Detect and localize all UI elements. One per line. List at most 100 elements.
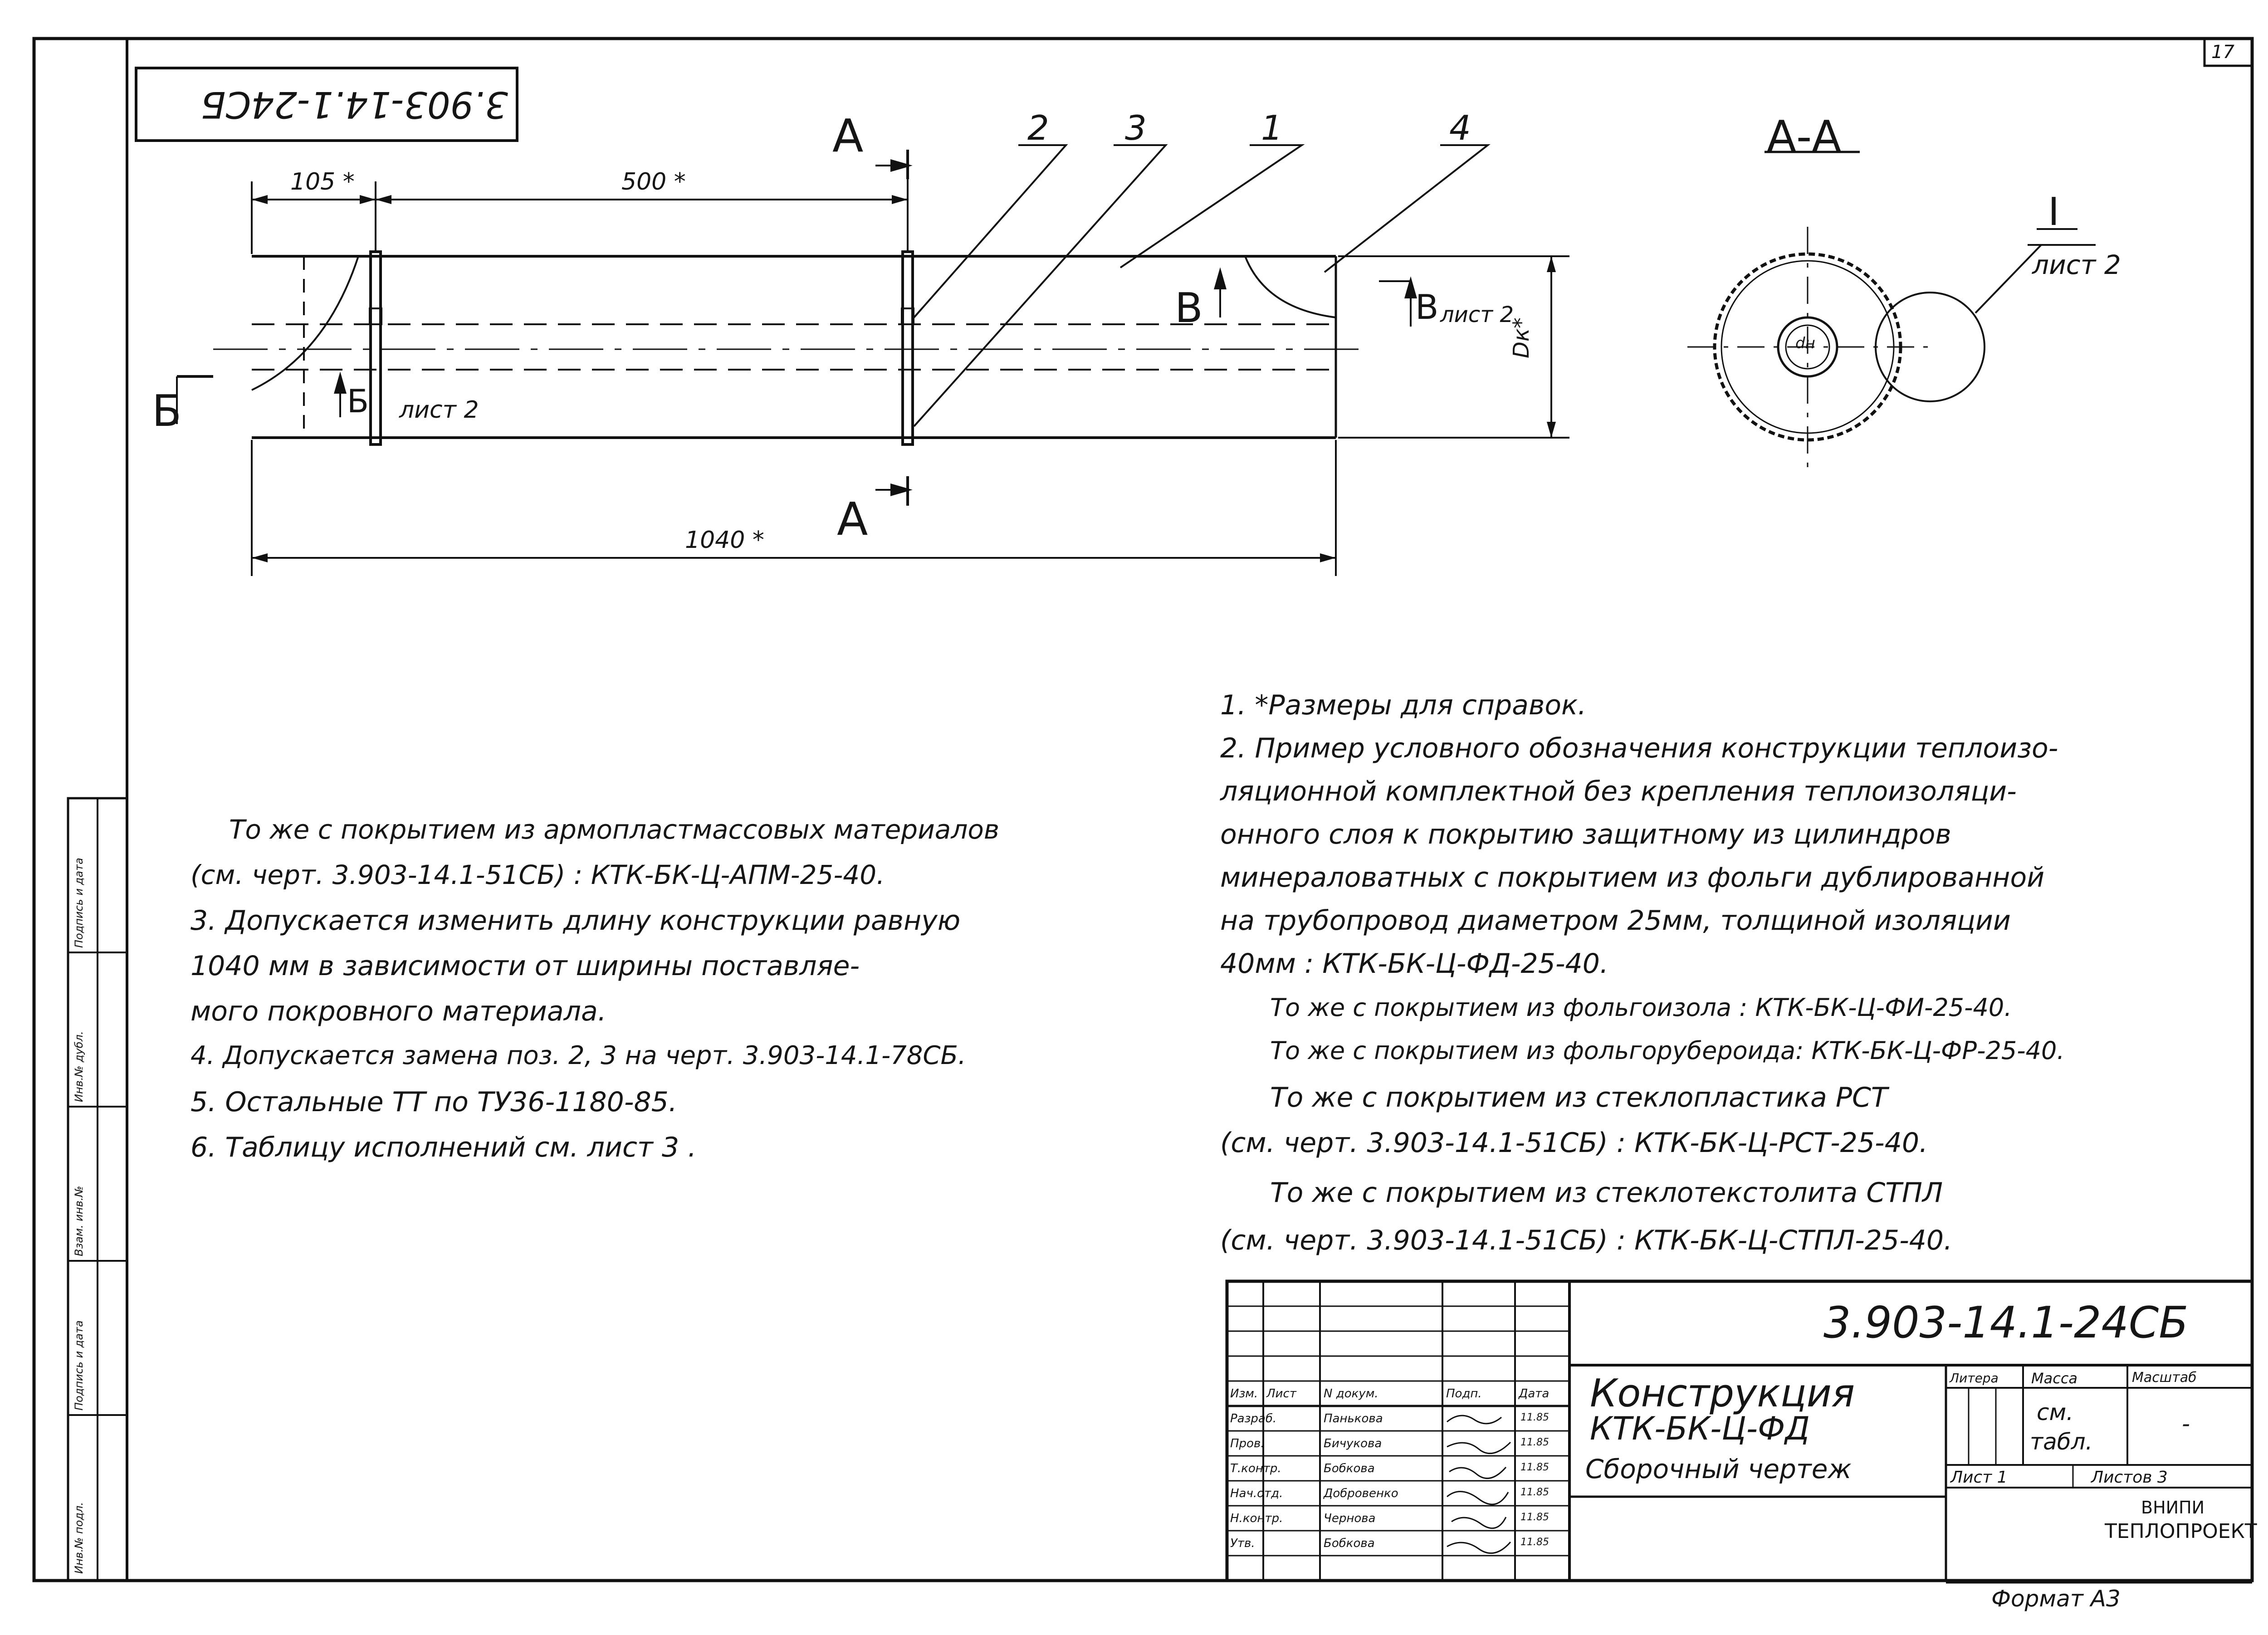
position-number-1: 1	[1261, 108, 1283, 148]
note-right-line: на трубопровод диаметром 25мм, толщиной …	[1220, 905, 2011, 937]
role-cell: Нач.отд.	[1230, 1487, 1283, 1500]
section-title-a-a: А-А	[1767, 112, 1842, 162]
position-leaders	[913, 144, 1491, 427]
title-block-grid	[1225, 1279, 2254, 1582]
sheet-ref-b: лист 2	[399, 396, 479, 424]
dim-105: 105 *	[290, 168, 355, 195]
note-right-line: (см. черт. 3.903-14.1-51СБ) : КТК-БК-Ц-С…	[1220, 1225, 1953, 1256]
note-left-line: мого покровного материала.	[191, 996, 606, 1027]
col-header-doc: N докум.	[1324, 1387, 1378, 1401]
scale-value: -	[2182, 1410, 2190, 1437]
date-cell: 11.85	[1520, 1512, 1549, 1523]
dim-dk: Dк*	[1509, 317, 1534, 358]
doc-code: 3.903-14.1-24СБ	[1823, 1298, 2189, 1348]
note-right-line: То же с покрытием из фольгорубероида: КТ…	[1270, 1036, 2065, 1065]
sheet-frame	[32, 37, 2254, 1582]
date-cell: 11.85	[1520, 1462, 1549, 1473]
date-cell: 11.85	[1520, 1537, 1549, 1548]
name-cell: Бобкова	[1324, 1537, 1375, 1550]
note-right-line: 1. *Размеры для справок.	[1220, 689, 1587, 721]
mass-value-2: табл.	[2030, 1429, 2093, 1455]
note-right-line: ляционной комплектной без крепления тепл…	[1220, 776, 2017, 807]
title-line-1: Конструкция	[1590, 1371, 1855, 1416]
name-cell: Бобкова	[1324, 1462, 1375, 1475]
note-left-line: То же с покрытием из армопластмассовых м…	[229, 814, 1000, 845]
note-left-line: 5. Остальные ТТ по ТУ36-1180-85.	[191, 1086, 677, 1118]
note-right-line: То же с покрытием из стеклотекстолита СТ…	[1270, 1177, 1943, 1209]
detail-label-i: I	[2048, 190, 2060, 234]
date-cell: 11.85	[1520, 1487, 1549, 1498]
role-cell: Т.контр.	[1230, 1462, 1281, 1475]
note-right-line: 40мм : КТК-БК-Ц-ФД-25-40.	[1220, 948, 1608, 980]
scale-label: Масштаб	[2132, 1370, 2197, 1386]
dimension-lines	[251, 150, 1569, 576]
sheet-ref-detail: лист 2	[2032, 249, 2121, 280]
note-left-line: 1040 мм в зависимости от ширины поставля…	[191, 950, 860, 982]
sheet-number: 17	[2211, 42, 2234, 63]
position-number-4: 4	[1449, 108, 1471, 148]
note-right-line: 2. Пример условного обозначения конструк…	[1220, 732, 2058, 764]
note-right-line: То же с покрытием из фольгоизола : КТК-Б…	[1270, 993, 2012, 1022]
section-mark-b-small: Б	[347, 383, 369, 420]
name-cell: Бичукова	[1324, 1437, 1382, 1450]
role-cell: Утв.	[1230, 1537, 1255, 1550]
title-line-2: КТК-БК-Ц-ФД	[1590, 1410, 1810, 1447]
litera-label: Литера	[1950, 1371, 1999, 1386]
stamp-code-mirrored: 3.903-14.1-24СБ	[200, 83, 508, 126]
title-line-3: Сборочный чертеж	[1585, 1454, 1852, 1484]
name-cell: Панькова	[1324, 1412, 1383, 1425]
name-cell: Добровенко	[1324, 1487, 1398, 1500]
role-cell: Н.контр.	[1230, 1512, 1283, 1525]
center-label-dn: dн	[1795, 334, 1815, 352]
side-stamp-label: Инв.№ подл.	[73, 1502, 85, 1574]
format-label: Формат А3	[1991, 1586, 2121, 1612]
side-stamp-grid	[67, 797, 128, 1582]
date-cell: 11.85	[1520, 1412, 1549, 1423]
date-cell: 11.85	[1520, 1437, 1549, 1448]
note-left-line: (см. черт. 3.903-14.1-51СБ) : КТК-БК-Ц-А…	[191, 859, 885, 890]
section-cut-marks	[176, 150, 1417, 506]
position-number-3: 3	[1125, 108, 1147, 148]
side-stamp-label: Подпись и дата	[73, 1320, 85, 1410]
org-line-1: ВНИПИ	[2141, 1498, 2205, 1518]
note-left-line: 6. Таблицу исполнений см. лист 3 .	[191, 1132, 697, 1163]
section-mark-v-right: В	[1415, 287, 1439, 327]
dimension-arrows	[252, 195, 1556, 562]
name-cell: Чернова	[1324, 1512, 1376, 1525]
col-header-sign: Подп.	[1446, 1387, 1482, 1401]
note-right-line: То же с покрытием из стеклопластика РСТ	[1270, 1082, 1888, 1113]
org-line-2: ТЕПЛОПРОЕКТ	[2105, 1520, 2257, 1543]
side-stamp-label: Подпись и дата	[73, 858, 85, 948]
col-header-date: Дата	[1519, 1387, 1549, 1401]
mass-value-1: см.	[2037, 1399, 2074, 1425]
sheets-label: Листов 3	[2091, 1468, 2168, 1487]
sheet-number-box	[2203, 37, 2253, 67]
section-mark-a-top: А	[832, 109, 864, 162]
sheet-label: Лист 1	[1950, 1468, 2008, 1487]
sheet-ref-v: лист 2	[1440, 302, 1514, 327]
dim-1040: 1040 *	[685, 527, 764, 554]
section-mark-a-bottom: А	[837, 493, 868, 546]
note-left-line: 4. Допускается замена поз. 2, 3 на черт.…	[191, 1041, 966, 1070]
col-header-izm: Изм.	[1230, 1387, 1258, 1401]
note-right-line: минераловатных с покрытием из фольги дуб…	[1220, 862, 2045, 893]
signatures	[1447, 1415, 1511, 1554]
note-right-line: онного слоя к покрытию защитному из цили…	[1220, 819, 1951, 850]
role-cell: Разраб.	[1230, 1412, 1277, 1425]
section-mark-b-left: Б	[152, 386, 182, 436]
side-stamp-label: Инв.№ дубл.	[73, 1031, 85, 1102]
position-number-2: 2	[1027, 108, 1049, 148]
band-left	[369, 250, 382, 446]
dim-500: 500 *	[621, 168, 686, 195]
col-header-list: Лист	[1266, 1387, 1296, 1401]
role-cell: Пров.	[1230, 1437, 1265, 1450]
mass-label: Масса	[2031, 1370, 2078, 1387]
band-right	[901, 250, 914, 446]
section-mark-v-mid: В	[1175, 284, 1203, 332]
pipe-side-view	[213, 255, 1365, 439]
side-stamp-label: Взам. инв.№	[73, 1186, 85, 1256]
note-left-line: 3. Допускается изменить длину конструкци…	[191, 905, 961, 937]
stamp-box	[135, 67, 518, 142]
section-a-a-view	[1687, 151, 2096, 467]
